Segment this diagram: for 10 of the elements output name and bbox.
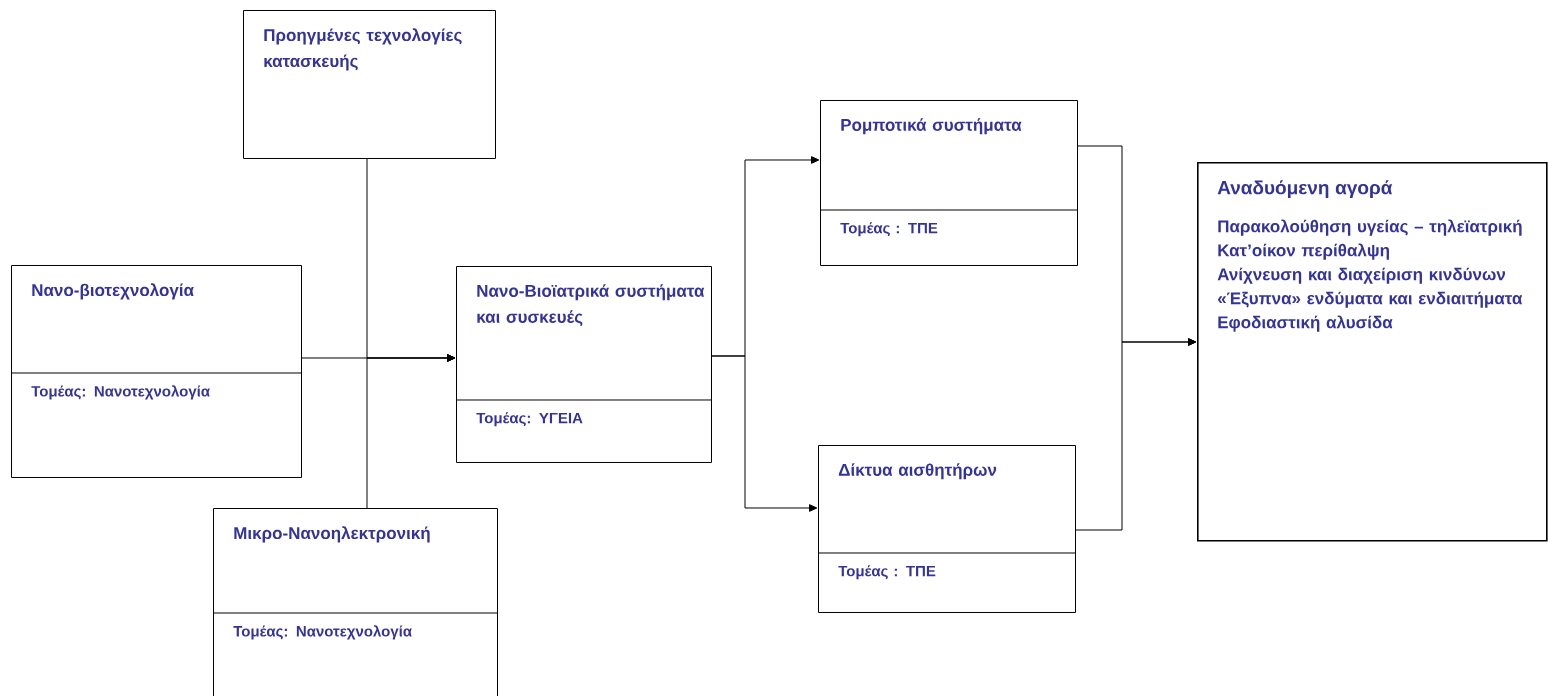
process-box: Ρομποτικά συστήματα Τομέας : ΤΠΕ	[819, 100, 1078, 266]
process-box: Προηγμένες τεχνολογίες κατασκευής	[243, 10, 496, 159]
process-box: Νανο-βιοτεχνολογία Τομέας: Νανοτεχνολογία	[10, 265, 302, 478]
process-box: Αναδυόμενη αγορά Παρακολούθηση υγείας – τηλεϊατρική Κατ’οίκον περίθαλψη Ανίχνευση και διαχείριση κινδύνων «Έξυπνα» ενδύματα και ενδιαιτήματα Εφοδιαστική αλυσίδα	[1197, 162, 1548, 542]
process-box: Νανο-Βιοϊατρικά συστήματα και συσκευές Τομέας: ΥΓΕΙΑ	[455, 266, 712, 463]
arrow	[366, 354, 456, 509]
arrow	[711, 355, 818, 512]
arrow	[1075, 338, 1197, 531]
process-box: Μικρο-Νανοηλεκτρονική Τομέας: Νανοτεχνολογία	[212, 508, 498, 696]
process-box: Δίκτυα αισθητήρων Τομέας : ΤΠΕ	[817, 445, 1076, 613]
